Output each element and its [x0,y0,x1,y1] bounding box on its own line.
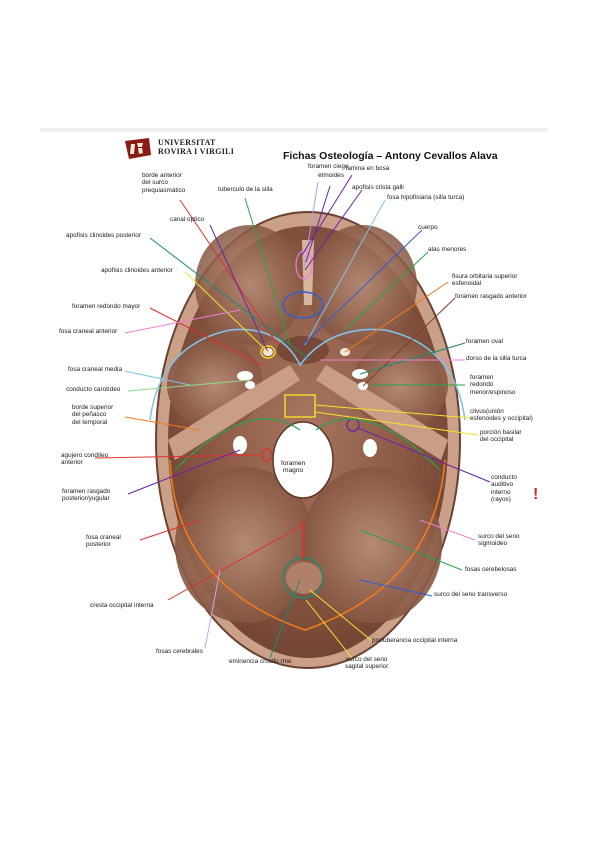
label-cresta-occipital-interna: cresta occipital interna [90,602,154,609]
label-fosa-hipofisaria: fosa hipofisiaria (silla turca) [387,194,465,201]
label-foramen-ciego: foramen ciego [308,163,349,170]
leader-fosas-cerebelosas [359,529,463,571]
label-lamina-bosa: lamina en bosa [346,165,390,172]
leader-sigmoideo [419,519,476,541]
leader-fosa-posterior [139,519,201,541]
label-fisura-orbitaria: fisura orbitaria superior esfenoidal [452,273,518,288]
leader-lamina-bosa [301,174,353,256]
label-foramen-rasgado-anterior: foramen rasgado anterior [455,293,527,300]
label-conducto-auditivo: conducto auditivo interno (rayos) [491,474,517,504]
foramen-lacerum-left [245,381,255,389]
leader-carotideo [127,379,251,392]
leader-transverso [359,579,433,597]
annotation-circle-blue-sella [282,291,324,319]
leader-clinoides-anterior [184,271,269,353]
university-name-line2: ROVIRA I VIRGILI [158,147,235,156]
leader-etmoides [305,185,331,263]
posterior-fossa-right [302,467,442,623]
leader-borde-anterior [179,199,279,346]
petrous-ridge-left [168,365,300,460]
label-canal-optico: canal optico [170,216,205,223]
label-tuberculo-silla: tuberculo de la silla [218,186,273,193]
leader-fosas-cerebrales [204,569,221,649]
annotation-outline-green-fossa [174,418,301,471]
leader-porcion-basilar [314,411,479,436]
label-eminencia-cruciforme: eminencia crucifo rme [229,658,292,665]
document-title: Fichas Osteología – Antony Cevallos Alav… [283,150,498,162]
leader-protuberancia [309,589,373,642]
internal-occipital-protuberance [286,562,322,594]
jugular-foramen-right [363,439,377,457]
label-fosa-craneal-media: fosa craneal media [68,366,122,373]
annotation-circle-yellow-clinoid [260,345,276,359]
label-protuberancia-occipital: protuberancia occipital interna [372,637,458,644]
leader-alas-menores [344,251,429,331]
label-fosas-cerebelosas: fosas cerebelosas [465,566,517,573]
leader-canal-optico [209,224,269,353]
label-etmoides: etmoides [318,172,344,179]
label-fosa-craneal-anterior: fosa craneal anterior [59,328,118,335]
label-clinoides-posterior: apofisis clinoides posterior [66,232,141,239]
petrous-ridge-right [316,365,448,460]
annotation-outline-orange-posterior [169,459,446,631]
label-foramen-oval: foramen oval [466,338,503,345]
leader-auditivo [357,427,491,483]
label-foramen-redondo-menor: foramen redondo menor/espinoso [470,374,516,396]
annotation-outline-lightblue-middle-fossa [149,328,466,421]
sella-turcica [277,336,329,364]
label-conducto-carotideo: conducto carotídeo [66,386,121,393]
leader-rasgado-posterior [127,449,241,495]
university-name-line1: UNIVERSITAT [158,138,216,147]
label-surco-seno-sagital: surco del seno sagital superior [345,656,389,671]
annotation-box-yellow-clivus [284,394,316,418]
anterior-fossa-right [307,225,417,345]
leader-rasgado-anterior [362,297,456,387]
label-crista-galli: apofisis crista galli [352,184,404,191]
leader-cruciforme [269,579,301,659]
label-alas-menores: alas menores [428,246,467,253]
label-foramen-redondo-mayor: foramen redondo mayor [72,303,141,310]
foramen-magnum [272,421,334,499]
university-logo [125,138,151,159]
label-foramen-magno: foramen magno [281,460,306,475]
leader-fisura-orbitaria [344,281,449,353]
anterior-fossa-left [195,225,305,345]
sheet-top-border [40,128,548,132]
leader-borde-peñasco [124,416,201,431]
label-clivus: clivus(unión esfenoides y occipital) [470,408,533,423]
label-surco-seno-sigmoideo: surco del seno sigmoideo [478,533,520,548]
label-borde-anterior-surco: borde anterior del surco prequiasmático [142,172,186,194]
label-clinoides-anterior: apofisis clinoides anterior [101,267,173,274]
label-surco-seno-transverso: surco del seno transverso [434,591,508,598]
jugular-foramen-left [233,436,247,454]
university-name: UNIVERSITAT ROVIRA I VIRGILI [158,138,234,156]
annotation-exclamation: ! [533,486,539,503]
leader-foramen-ciego [303,181,319,269]
leader-fosa-media [124,370,191,386]
label-fosa-craneal-posterior: fosa craneal posterior [86,534,121,549]
leader-foramen-oval [359,342,466,375]
leader-crista-galli [304,189,363,271]
leader-condileo [94,454,263,459]
leader-clivus [314,404,471,419]
label-foramen-rasgado-posterior: foramen rasgado posterior/yugular [62,488,111,503]
leader-sagital [305,599,353,659]
posterior-fossa-left [175,467,315,623]
label-cuerpo: cuerpo [418,224,438,231]
leader-clinoides-posterior [149,237,311,361]
leader-fosa-anterior [124,309,241,334]
label-agujero-condileo: agujero condíleo anterior [61,452,109,467]
crista-galli [302,240,314,305]
leader-cuerpo [302,229,423,346]
leader-fosa-hipofisaria [304,199,386,346]
label-fosas-cerebrales: fosas cerebrales [156,648,203,655]
label-borde-superior-peñasco: borde superior del peñasco del temporal [72,404,114,426]
label-dorso-silla-turca: dorso de la silla turca [466,355,527,362]
leader-tuberculo-silla [244,197,291,346]
leader-cresta [167,524,304,601]
foramen-oval-left [237,371,253,381]
leader-redondo-mayor [149,307,263,366]
label-porcion-basilar: porción basilar del occipital [480,429,522,444]
